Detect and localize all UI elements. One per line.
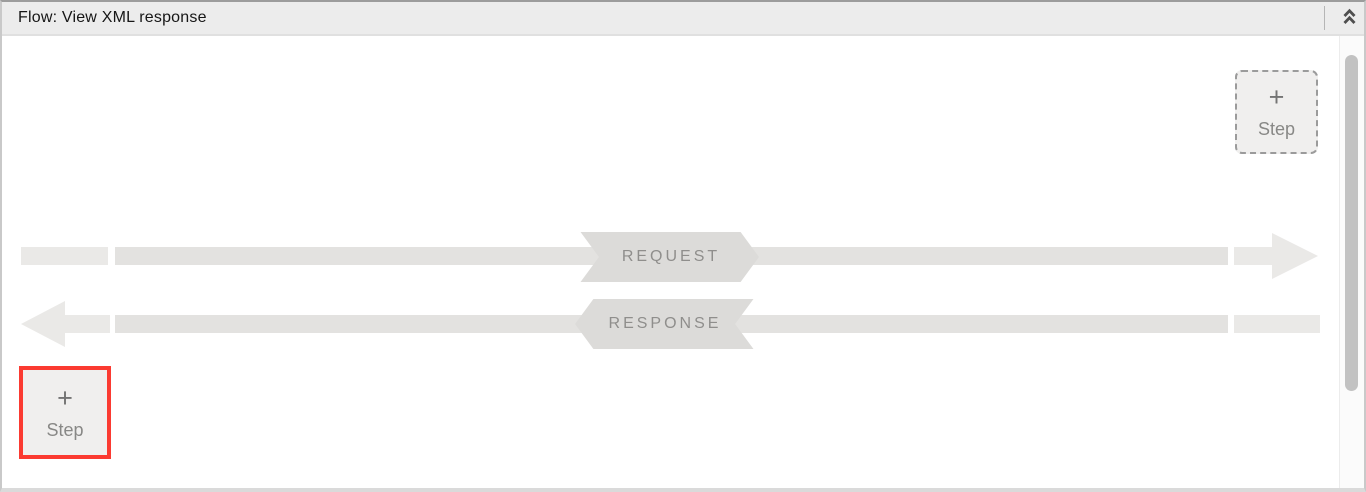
request-arrowhead-icon	[1272, 233, 1318, 279]
response-arrowhead-icon	[21, 301, 65, 347]
add-step-label: Step	[1257, 119, 1296, 139]
response-badge: RESPONSE	[575, 299, 754, 349]
request-badge-label: REQUEST	[621, 248, 721, 265]
panel-header: Flow: View XML response	[2, 2, 1364, 36]
plus-icon: +	[57, 382, 73, 413]
add-step-label: Step	[46, 419, 84, 440]
request-line-right-stub	[1234, 247, 1280, 265]
double-chevron-up-icon	[1341, 7, 1358, 30]
header-divider	[1324, 6, 1325, 30]
plus-icon: +	[1268, 82, 1285, 112]
request-badge: REQUEST	[580, 232, 759, 282]
add-step-button-bottom[interactable]: + Step	[23, 370, 107, 455]
scrollbar-thumb[interactable]	[1345, 55, 1358, 391]
add-step-button-top[interactable]: + Step	[1235, 70, 1318, 154]
flow-canvas: REQUEST RESPONSE + Step + Step	[2, 36, 1364, 488]
response-line-left-stub	[62, 315, 110, 333]
vertical-scrollbar[interactable]	[1339, 36, 1364, 488]
collapse-panel-button[interactable]	[1334, 2, 1364, 34]
response-line-right-stub	[1234, 315, 1320, 333]
panel-title: Flow: View XML response	[18, 9, 207, 26]
response-badge-label: RESPONSE	[608, 315, 722, 332]
red-highlight-box: + Step	[19, 366, 111, 459]
request-line-left-stub	[21, 247, 108, 265]
header-controls	[1324, 2, 1364, 34]
